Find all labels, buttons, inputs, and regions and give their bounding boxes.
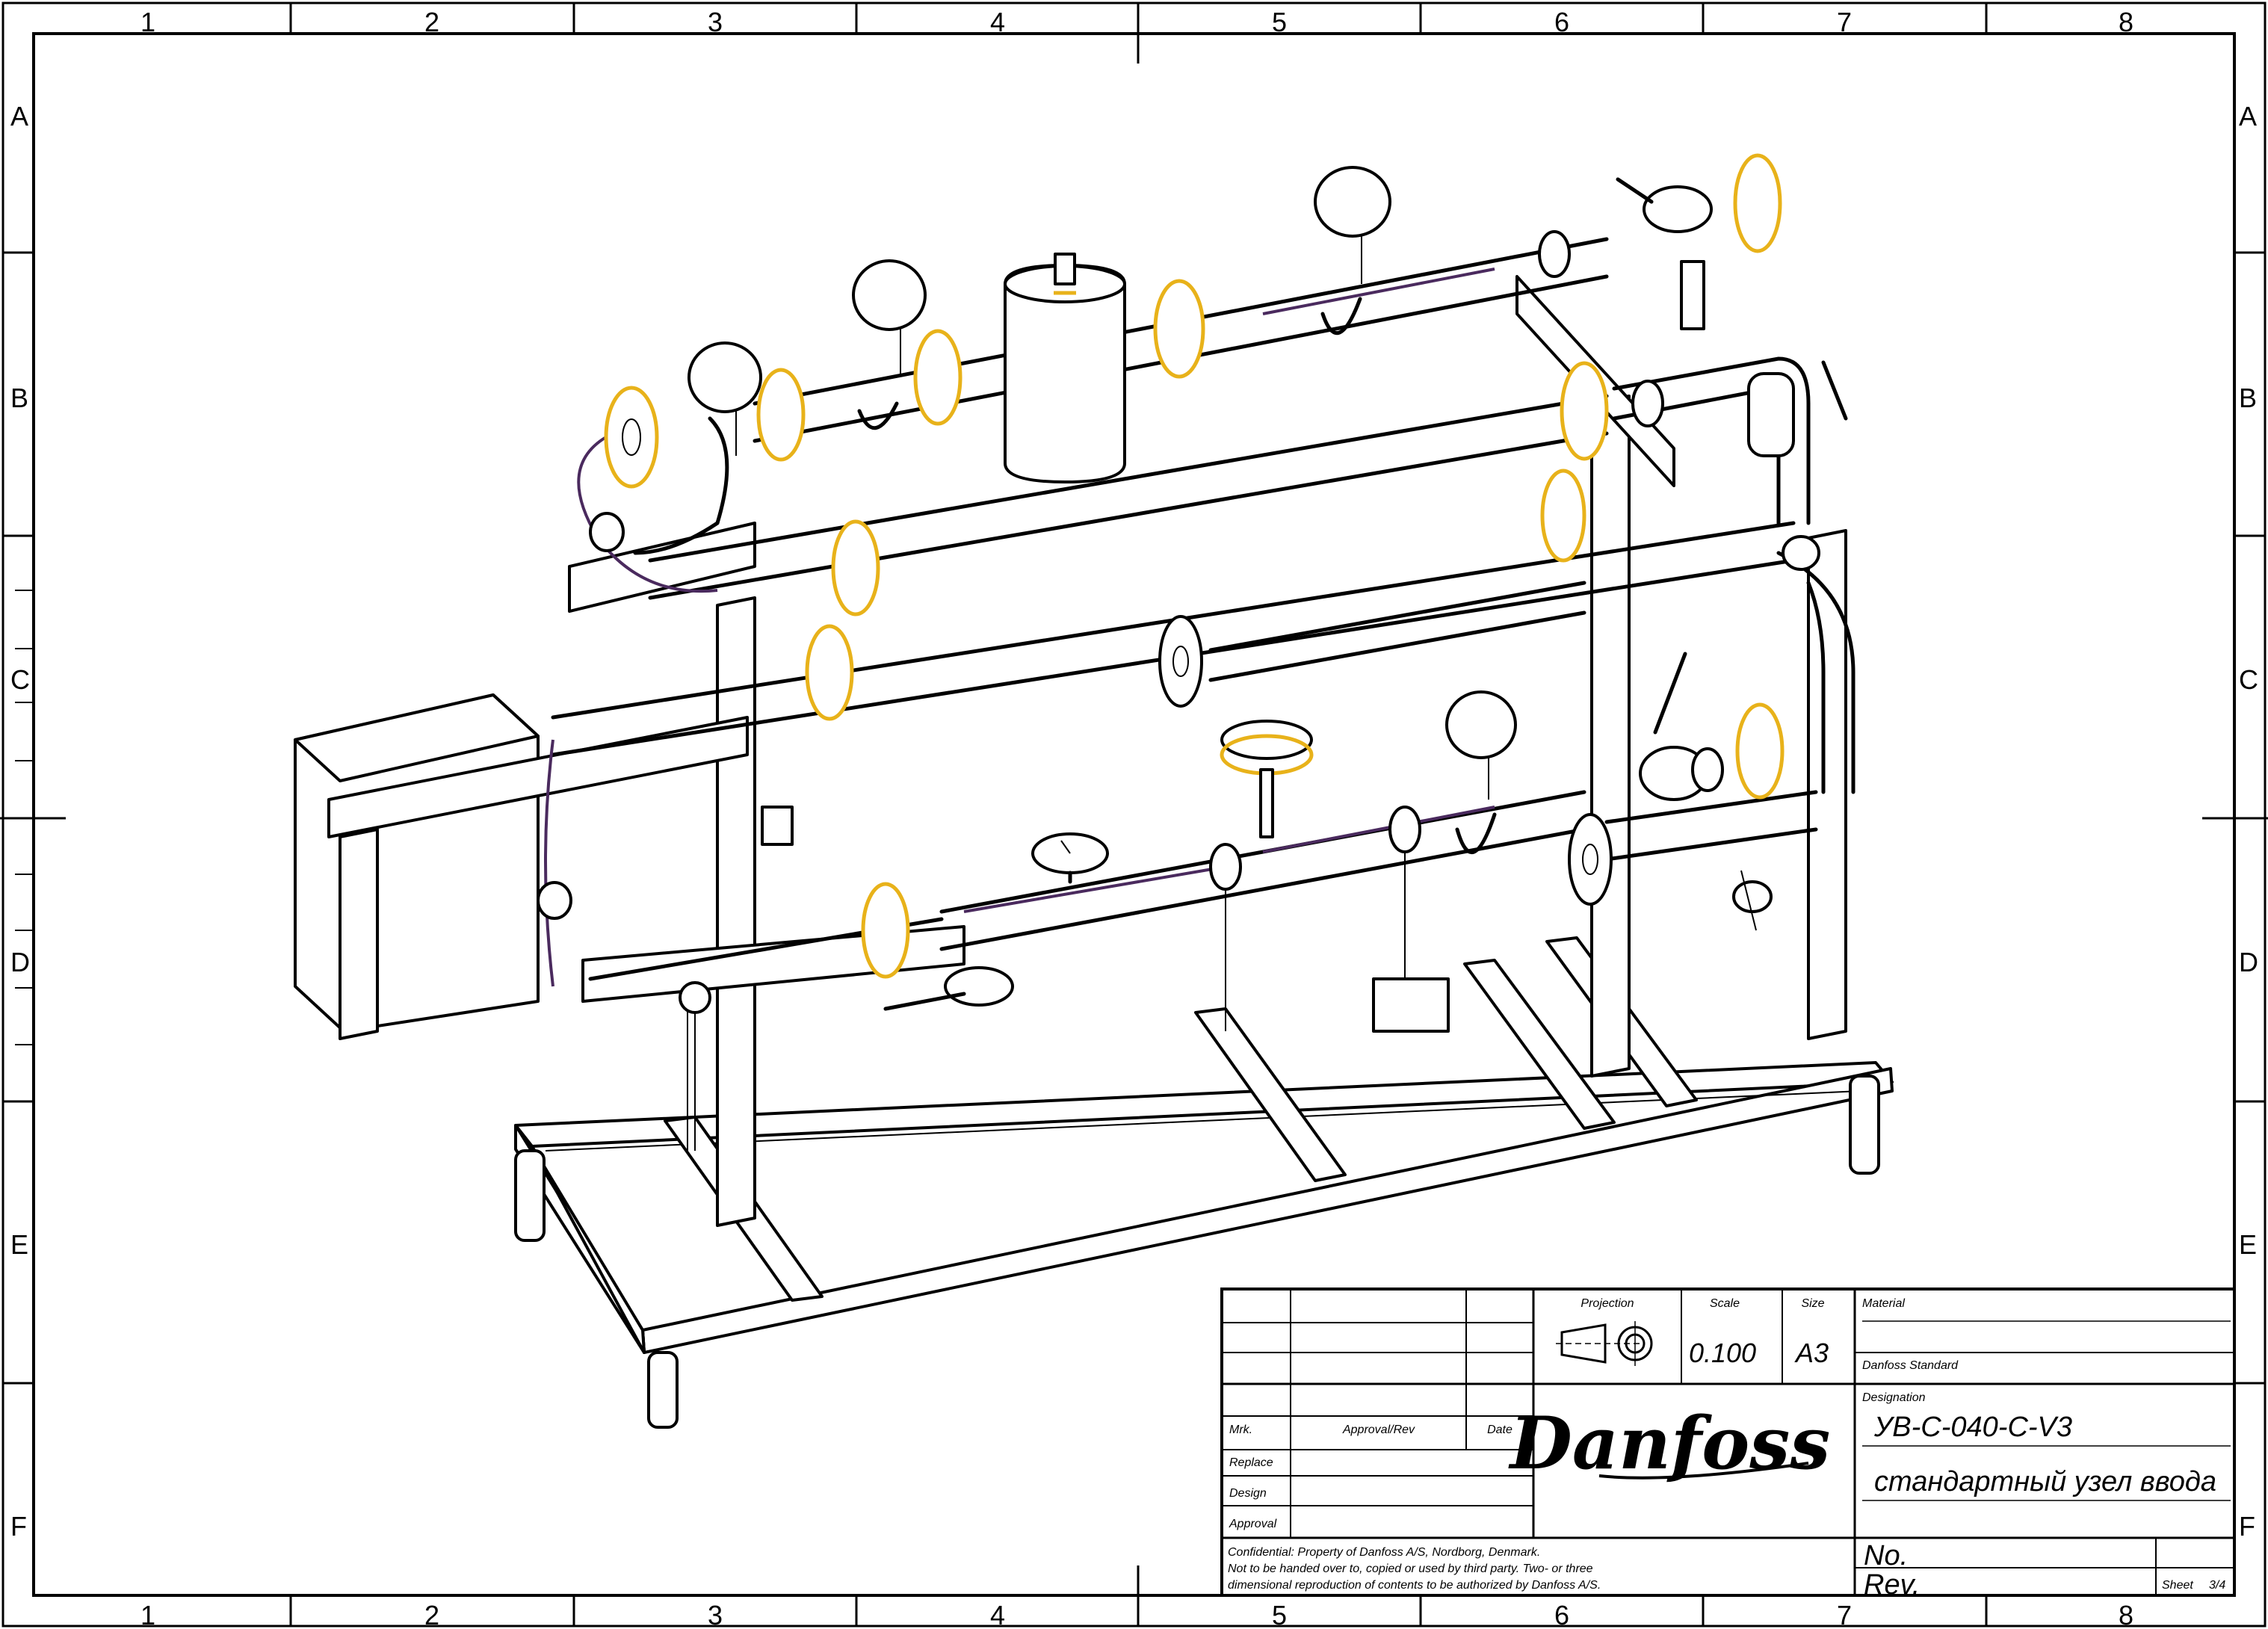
rev-label: Rev.: [1864, 1569, 1920, 1601]
flange: [756, 368, 806, 462]
material-label: Material: [1862, 1297, 1905, 1310]
size-label: Size: [1801, 1297, 1824, 1310]
col-label-4: 4: [990, 1600, 1005, 1629]
valve: [1732, 870, 1773, 931]
designation-code: УВ-С-040-С-V3: [1873, 1412, 2072, 1443]
row-label-b: B: [2239, 383, 2257, 413]
row-label-c: C: [2239, 664, 2258, 695]
row-labels-right: A B C D E F: [2239, 101, 2258, 1542]
pressure-gauge: [687, 341, 762, 456]
valve: [883, 966, 1014, 1011]
column-labels-bottom: 1 2 3 4 5 6 7 8: [140, 1600, 2133, 1629]
designation-name: стандартный узел ввода: [1874, 1466, 2216, 1497]
row-label-f: F: [10, 1511, 27, 1542]
size-value: A3: [1794, 1338, 1829, 1368]
pipe-clamps: [537, 230, 1820, 1014]
approval-rev-label: Approval/Rev: [1342, 1424, 1415, 1436]
col-label-6: 6: [1554, 7, 1569, 37]
flange: [604, 386, 659, 489]
pressure-gauge: [1314, 166, 1391, 336]
flange: [831, 519, 880, 616]
col-label-1: 1: [140, 7, 155, 37]
row-dividers: [3, 251, 2265, 1385]
confidential-line-3: dimensional reproduction of contents to …: [1228, 1579, 1601, 1592]
confidential-line-2: Not to be handed over to, copied or used…: [1228, 1562, 1593, 1575]
valve: [1639, 652, 1709, 801]
valve: [1616, 177, 1713, 330]
flange: [1568, 813, 1613, 906]
no-label: No.: [1864, 1540, 1908, 1571]
col-label-3: 3: [708, 7, 723, 37]
replace-label: Replace: [1229, 1456, 1273, 1469]
col-label-1: 1: [140, 1600, 155, 1629]
flange: [1153, 279, 1205, 379]
scale-label: Scale: [1710, 1297, 1740, 1310]
control-cabinet: [294, 693, 749, 1040]
flange: [1540, 469, 1586, 563]
column-labels-top: 1 2 3 4 5 6 7 8: [140, 7, 2133, 37]
col-label-6: 6: [1554, 1600, 1569, 1629]
approval-label: Approval: [1229, 1518, 1277, 1530]
pressure-gauge: [852, 259, 927, 430]
sheet-label: Sheet: [2162, 1579, 2193, 1592]
valves: [883, 177, 1848, 1011]
valve: [1747, 360, 1848, 457]
designation-label: Designation: [1862, 1391, 1926, 1404]
flange: [1158, 615, 1203, 708]
sheet-value: 3/4: [2209, 1579, 2225, 1592]
flanges: [604, 153, 1785, 979]
col-label-8: 8: [2119, 7, 2133, 37]
col-label-8: 8: [2119, 1600, 2133, 1629]
thermometer: [1031, 832, 1109, 884]
row-label-a: A: [10, 101, 28, 132]
col-label-4: 4: [990, 7, 1005, 37]
row-label-c: C: [10, 664, 30, 695]
projection-label: Projection: [1581, 1297, 1634, 1310]
projection-symbol-icon: [1556, 1321, 1653, 1366]
logo-text: Danfoss: [1508, 1401, 1831, 1486]
dirt-separator-tank: [1004, 253, 1126, 483]
row-label-d: D: [2239, 947, 2258, 977]
pressure-gauges: [687, 166, 1517, 884]
col-label-5: 5: [1272, 1600, 1287, 1629]
col-label-5: 5: [1272, 7, 1287, 37]
column-dividers: [289, 3, 1988, 1626]
row-label-e: E: [10, 1229, 28, 1260]
flange: [1735, 702, 1785, 800]
confidential-line-1: Confidential: Property of Danfoss A/S, N…: [1228, 1546, 1540, 1559]
flange: [1560, 361, 1609, 461]
title-block: Projection Scale Size Material 0.100 A3 …: [1220, 1288, 2236, 1601]
row-label-b: B: [10, 383, 28, 413]
flange: [913, 329, 962, 426]
scale-value: 0.100: [1689, 1338, 1756, 1368]
flange: [861, 882, 910, 979]
flange: [1733, 153, 1782, 253]
date-label: Date: [1487, 1424, 1512, 1436]
col-label-7: 7: [1837, 7, 1852, 37]
row-label-e: E: [2239, 1229, 2257, 1260]
danfoss-logo: Danfoss: [1508, 1401, 1831, 1486]
accent-pipes: [544, 268, 1495, 987]
row-label-f: F: [2239, 1511, 2255, 1542]
flange: [805, 624, 854, 721]
standard-label: Danfoss Standard: [1862, 1359, 1959, 1372]
row-label-a: A: [2239, 101, 2257, 132]
col-label-2: 2: [424, 1600, 439, 1629]
flange: [1220, 720, 1314, 838]
design-label: Design: [1229, 1487, 1267, 1500]
row-label-d: D: [10, 947, 30, 977]
mrk-label: Mrk.: [1229, 1424, 1252, 1436]
pipe-assembly-drawing: [294, 153, 1894, 1429]
row-labels-left: A B C D E F: [10, 101, 30, 1542]
pressure-gauge: [1445, 690, 1517, 855]
col-label-7: 7: [1837, 1600, 1852, 1629]
col-label-2: 2: [424, 7, 439, 37]
col-label-3: 3: [708, 1600, 723, 1629]
